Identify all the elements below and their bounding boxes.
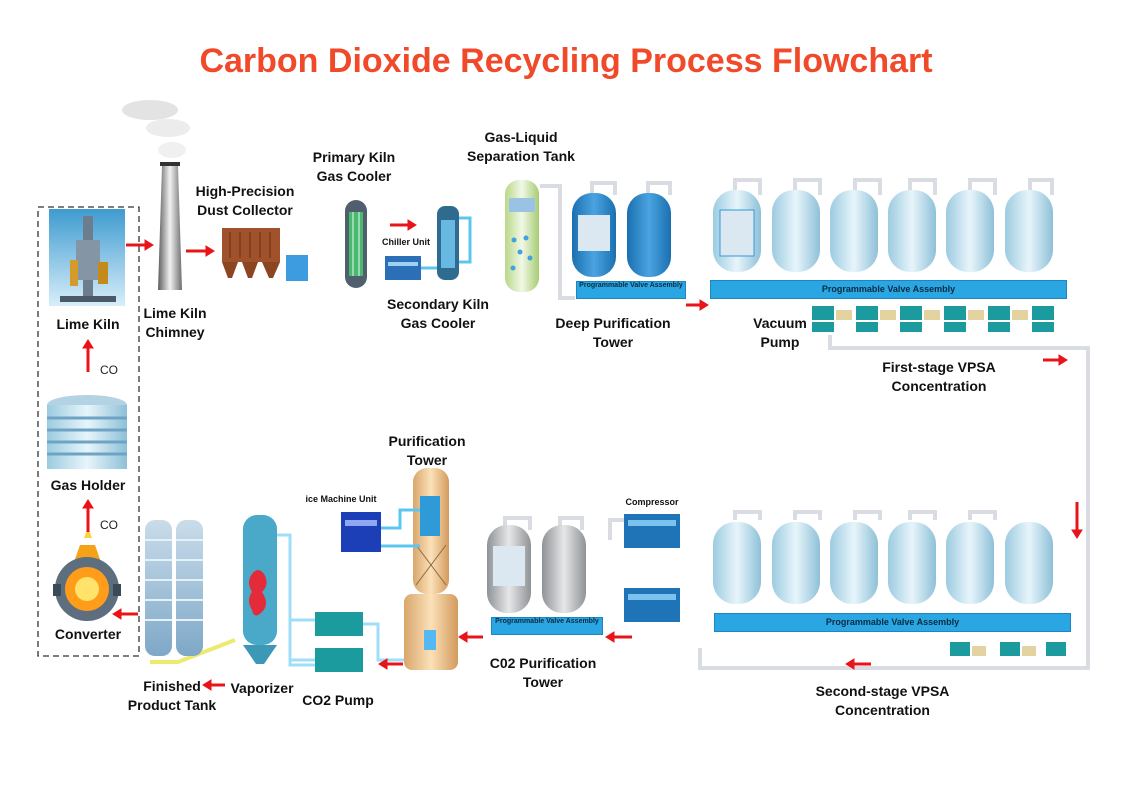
- gas-holder-icon: [47, 395, 127, 469]
- label-compressor: Compressor: [625, 497, 679, 507]
- label-co-bottom: CO: [100, 518, 118, 532]
- label-deep-purification: Deep Purification Tower: [555, 315, 671, 350]
- lime-kiln-icon: [49, 209, 125, 306]
- chimney-icon: [122, 100, 190, 290]
- second-stage-pumps: [950, 642, 1066, 656]
- flow-arrows: [82, 219, 1083, 691]
- valve-assembly-big-bottom: Programmable Valve Assembly: [714, 613, 1071, 632]
- label-secondary-cooler: Secondary Kiln Gas Cooler: [387, 296, 489, 331]
- label-gas-holder: Gas Holder: [50, 477, 126, 493]
- second-stage-vpsa-tanks: [713, 522, 1053, 604]
- label-co-top: CO: [100, 363, 118, 377]
- label-co2-pump: CO2 Pump: [302, 692, 374, 708]
- pipes-top: [503, 178, 1090, 670]
- label-vaporizer: Vaporizer: [230, 680, 294, 696]
- source-group-box: [37, 206, 140, 657]
- finished-tank-icon: [145, 520, 203, 656]
- vaporizer-icon: [150, 515, 315, 667]
- dust-collector-icon: [222, 228, 308, 281]
- label-primary-cooler: Primary Kiln Gas Cooler: [312, 149, 396, 184]
- converter-icon: [53, 528, 121, 621]
- secondary-cooler-icon: [385, 206, 472, 280]
- vacuum-pumps: [812, 306, 1054, 332]
- label-second-vpsa: Second-stage VPSA Concentration: [815, 683, 950, 718]
- ice-machine-icon: [341, 508, 420, 552]
- valve-assembly-big-top: Programmable Valve Assembly: [710, 280, 1067, 299]
- valve-assembly-small-top: Programmable Valve Assembly: [576, 281, 686, 299]
- label-gas-liquid-tank: Gas-Liquid Separation Tank: [467, 129, 575, 164]
- label-dust-collector: High-Precision Dust Collector: [195, 183, 295, 218]
- label-ice-machine: ice Machine Unit: [305, 494, 377, 504]
- page-title: Carbon Dioxide Recycling Process Flowcha…: [199, 42, 933, 80]
- label-converter: Converter: [54, 626, 122, 642]
- purification-tower-icon: [404, 468, 458, 670]
- co2-purification-tanks: [487, 525, 586, 613]
- primary-cooler-icon: [345, 200, 367, 288]
- deep-purification-tanks: [572, 193, 671, 277]
- label-purification-tower: Purification Tower: [388, 433, 466, 468]
- separation-tank-icon: [505, 180, 539, 292]
- label-lime-kiln-chimney: Lime Kiln Chimney: [143, 305, 207, 340]
- label-co2-purification: C02 Purification Tower: [489, 655, 597, 690]
- label-lime-kiln: Lime Kiln: [56, 316, 120, 332]
- label-finished-tank: Finished Product Tank: [127, 678, 217, 713]
- co2-pump-icon: [290, 612, 404, 672]
- label-chiller-unit: Chiller Unit: [381, 237, 430, 247]
- compressor-icon: [624, 514, 680, 622]
- valve-assembly-small-bottom: Programmable Valve Assembly: [491, 617, 603, 635]
- first-stage-vpsa-tanks: [713, 190, 1053, 272]
- label-vacuum-pump: Vacuum Pump: [753, 315, 807, 350]
- label-first-vpsa: First-stage VPSA Concentration: [882, 359, 996, 394]
